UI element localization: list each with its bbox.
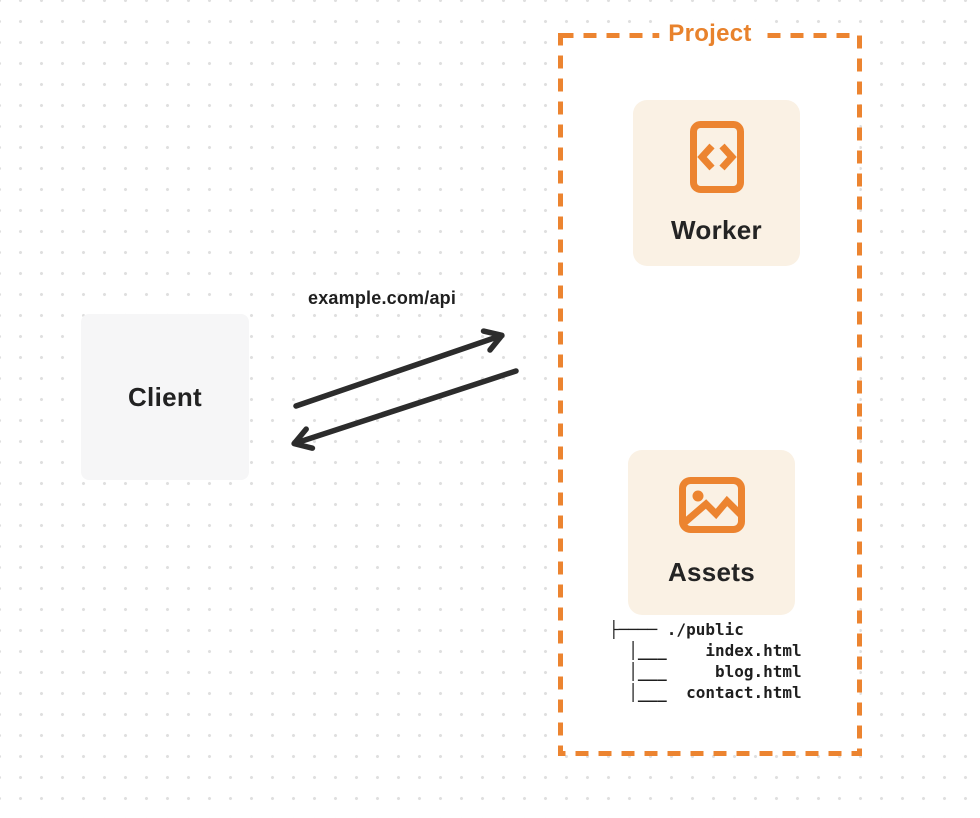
request-arrow <box>293 328 505 409</box>
request-response-arrows <box>291 328 519 451</box>
assets-node: Assets <box>628 450 795 615</box>
worker-label: Worker <box>671 214 762 245</box>
client-label: Client <box>127 381 203 412</box>
client-node: Client <box>81 314 249 480</box>
worker-node: Worker <box>633 100 800 266</box>
code-document-icon <box>689 120 744 193</box>
request-url-label: example.com/api <box>308 288 457 308</box>
image-icon <box>678 477 745 533</box>
response-arrow <box>291 368 519 451</box>
file-tree: ├──── ./public │___ index.html │___ blog… <box>609 620 802 702</box>
project-label: Project <box>659 20 761 47</box>
assets-label: Assets <box>667 557 756 587</box>
